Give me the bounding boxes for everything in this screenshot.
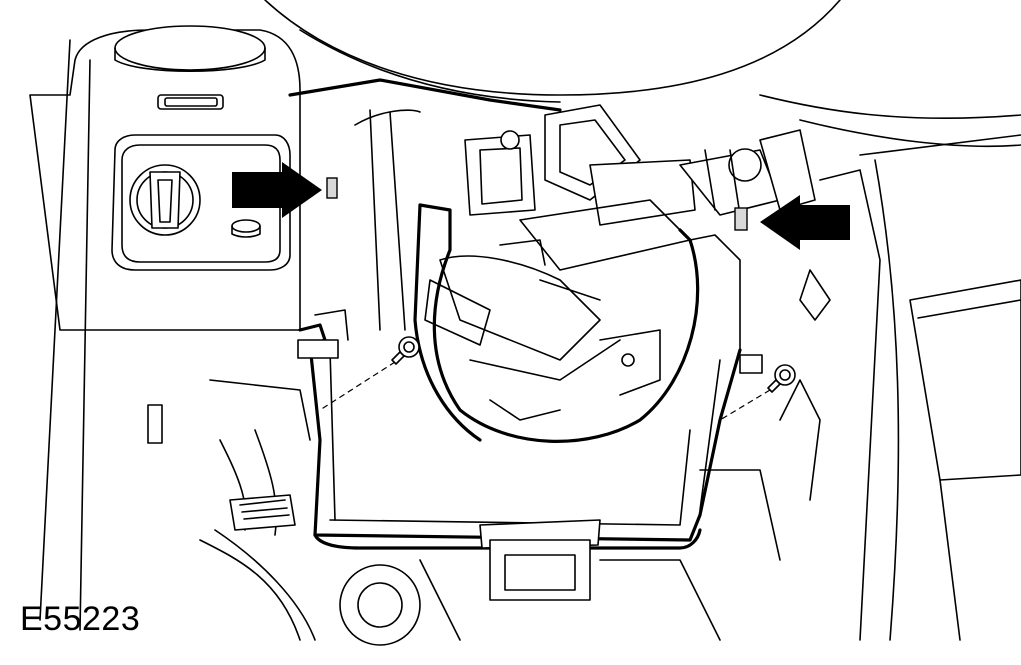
clip-marker-right: [734, 207, 748, 231]
steering-wheel-outline: [264, 0, 841, 96]
arrow-right-icon: [232, 162, 322, 218]
screw-icon: [391, 336, 420, 365]
clip-marker-left: [326, 177, 338, 199]
lower-wiring-area: [147, 269, 831, 646]
arrow-left-icon: [760, 195, 850, 250]
steering-column-mechanism: [424, 104, 816, 421]
right-dashboard-panel: [819, 134, 1021, 641]
headlamp-switch: [129, 164, 261, 238]
screw-icon: [767, 364, 796, 393]
figure-reference-number: E55223: [20, 600, 141, 638]
left-dashboard-panel: [29, 25, 301, 631]
screw-axis-line-left: [319, 361, 396, 411]
